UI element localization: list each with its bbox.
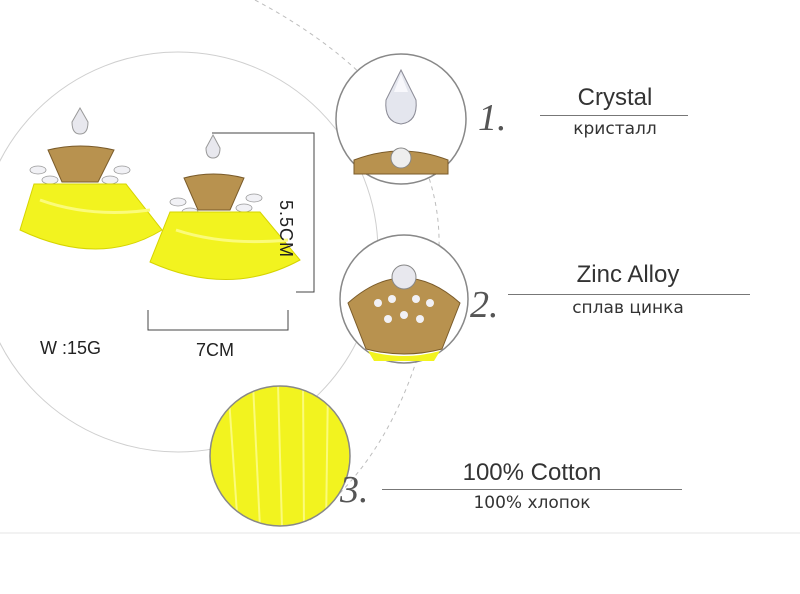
material-name-ru-2: сплав цинка	[572, 298, 684, 318]
detail-alloy-image	[339, 234, 469, 364]
earrings-image	[19, 106, 301, 280]
detail-crystal-image	[335, 53, 467, 185]
material-name-ru-1: кристалл	[573, 119, 657, 139]
weight-label: W :15G	[40, 338, 102, 358]
material-name-en-1: Crystal	[577, 84, 653, 111]
material-number-1: 1.	[478, 97, 507, 139]
material-number-3: 3.	[340, 469, 369, 511]
material-name-en-3: 100% Cotton	[462, 459, 602, 486]
width-label: 7CM	[196, 340, 235, 360]
height-label: 5.5CM	[276, 200, 296, 259]
earring-left	[19, 106, 163, 250]
material-name-ru-3: 100% хлопок	[473, 493, 591, 513]
earring-right	[149, 133, 301, 280]
material-divider-1	[540, 115, 688, 116]
material-number-2: 2.	[470, 284, 499, 326]
material-divider-3	[382, 489, 682, 490]
detail-cotton-image	[209, 385, 351, 527]
material-divider-2	[508, 294, 750, 295]
material-name-en-2: Zinc Alloy	[576, 261, 680, 288]
